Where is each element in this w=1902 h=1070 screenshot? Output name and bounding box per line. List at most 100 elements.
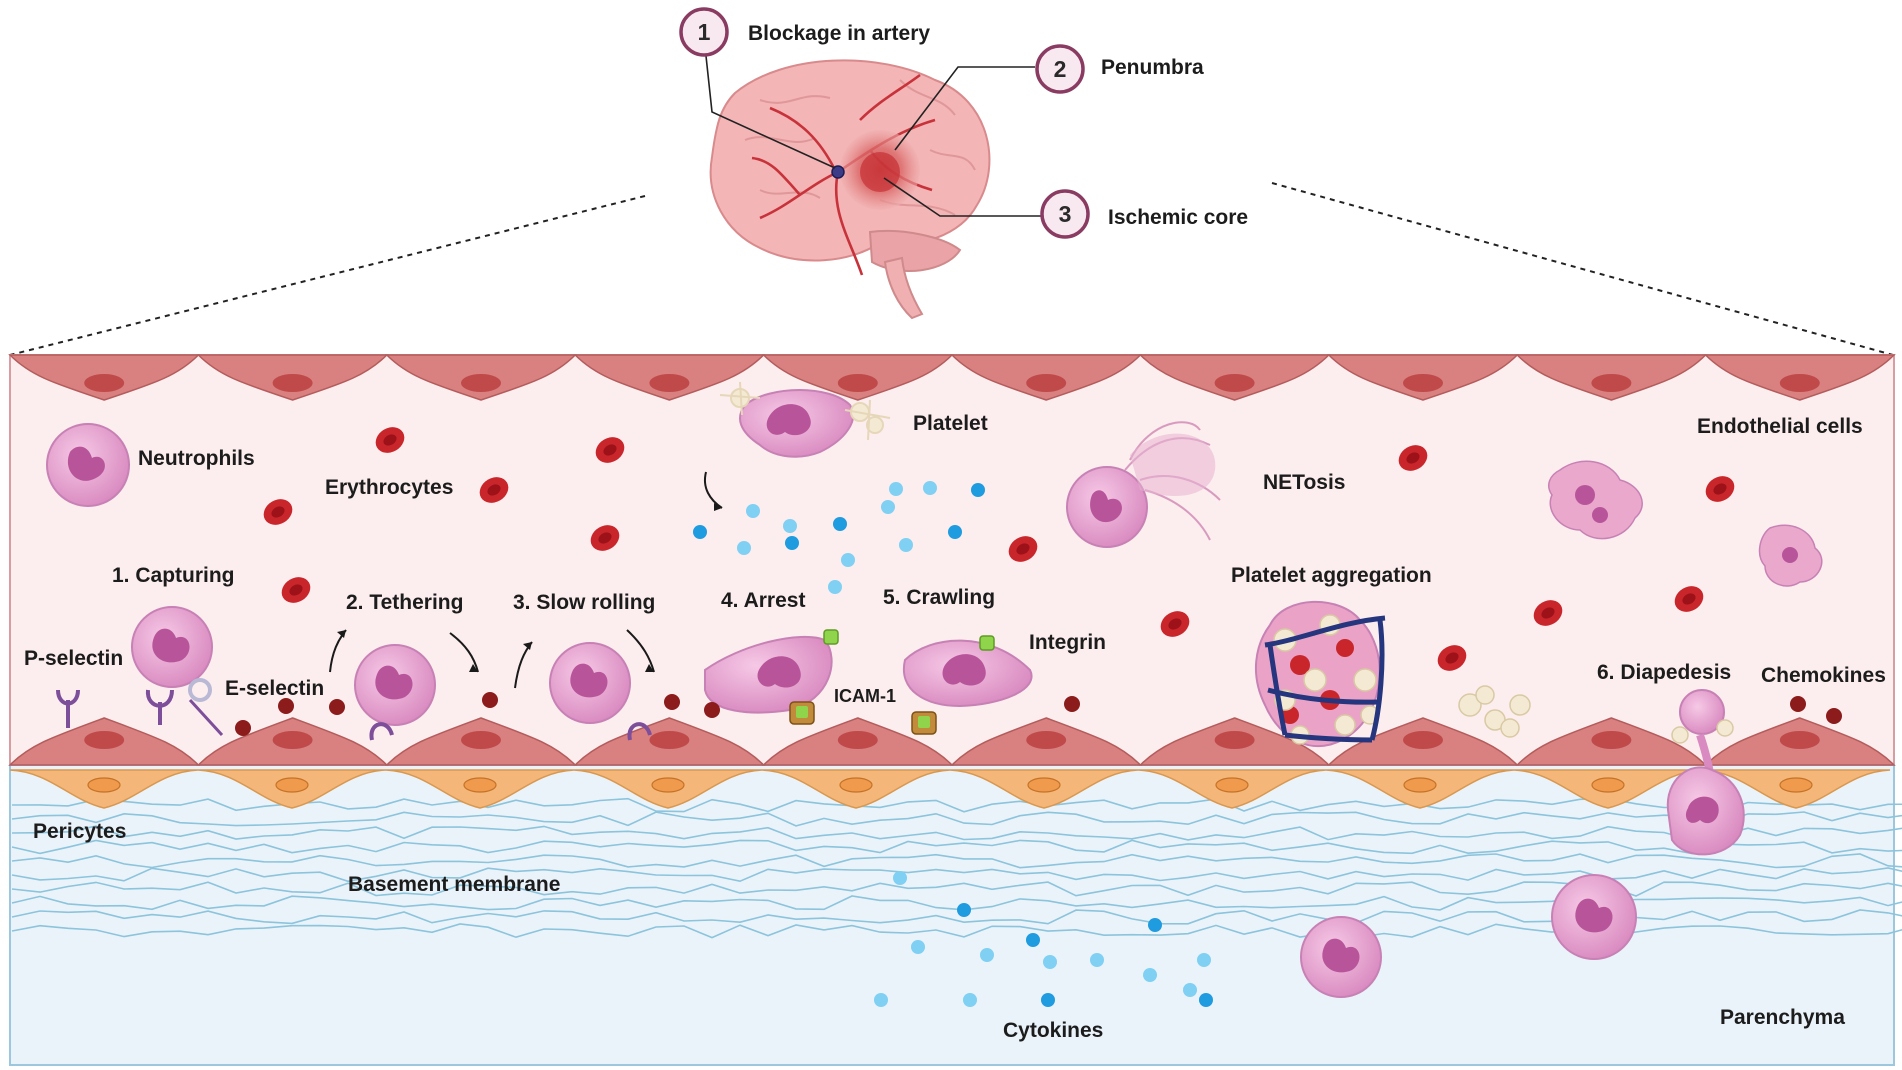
endothelial-nucleus (1779, 731, 1820, 749)
label-pericytes: Pericytes (33, 820, 126, 843)
cytokine-dot (881, 500, 895, 514)
pericyte-nucleus (1215, 777, 1249, 793)
callout-lines (705, 55, 1043, 217)
neutrophil (46, 423, 130, 507)
endothelial-nucleus (461, 374, 501, 392)
netosis-cell (1066, 421, 1221, 548)
cytokine-dot (923, 481, 937, 495)
endothelial-nucleus (1591, 374, 1632, 392)
brain-illustration (709, 59, 991, 320)
cytokine-dot (948, 525, 962, 539)
neutrophil-arrest (704, 629, 839, 714)
ischemic-core-region (860, 152, 900, 192)
label-step-tethering: 2. Tethering (346, 591, 463, 614)
blockage-marker (831, 165, 845, 179)
endothelial-nucleus (461, 731, 501, 749)
callout-badge-2 (1035, 44, 1085, 94)
neutrophil-tethering (354, 644, 436, 726)
cytokine-dot (1026, 933, 1040, 947)
basement-membrane-fiber (11, 853, 1902, 869)
platelet-aggregation (1254, 600, 1531, 748)
erythrocyte-center (1445, 652, 1459, 664)
label-step-arrest: 4. Arrest (721, 589, 805, 612)
callout-badge-1 (679, 7, 729, 57)
label-step-diapedesis: 6. Diapedesis (1597, 661, 1731, 684)
label-chemokines: Chemokines (1761, 664, 1886, 687)
endothelial-nucleus (1214, 374, 1255, 392)
erythrocyte-center (271, 506, 285, 518)
endothelial-nucleus (1403, 374, 1443, 392)
callout-penumbra: 2 Penumbra (1035, 44, 1204, 94)
callout-ischemic-core: 3 Ischemic core (1040, 189, 1248, 239)
endothelium-bottom (8, 717, 1896, 766)
cytokine-dot (889, 482, 903, 496)
erythrocyte-center (603, 444, 617, 456)
erythrocyte-center (289, 584, 303, 596)
endothelial-nucleus (837, 374, 878, 392)
endothelial-nucleus (272, 374, 313, 392)
basement-membrane-fiber (11, 839, 1902, 855)
endothelium-top (8, 354, 1896, 401)
callout-number-2: 2 (1054, 56, 1067, 82)
label-cytokines: Cytokines (1003, 1019, 1103, 1042)
endothelial-nucleus (1214, 731, 1255, 749)
pericyte-nucleus (87, 777, 121, 793)
label-e-selectin: E-selectin (225, 677, 324, 700)
erythrocyte-center (1541, 607, 1555, 619)
label-erythrocytes: Erythrocytes (325, 476, 453, 499)
erythrocyte-center (1168, 618, 1182, 630)
cytokine-dot (1183, 983, 1197, 997)
erythrocyte-center (1016, 543, 1030, 555)
endothelial-nucleus (272, 731, 313, 749)
cytokine-dot (963, 993, 977, 1007)
endothelial-nucleus (84, 374, 125, 392)
label-basement-membrane: Basement membrane (348, 873, 560, 896)
endothelial-nucleus (1779, 374, 1820, 392)
endothelial-nucleus (649, 374, 690, 392)
cytokine-dot (980, 948, 994, 962)
cytokine-dot (971, 483, 985, 497)
cytokine-dot (874, 993, 888, 1007)
p-selectin-receptors (56, 689, 652, 741)
label-step-slow-rolling: 3. Slow rolling (513, 591, 655, 614)
selectin-stems (188, 698, 224, 737)
cytokine-dot (893, 871, 907, 885)
basement-membrane-fiber (11, 825, 1902, 841)
cytokine-dot (1043, 955, 1057, 969)
endothelial-nucleus (1026, 374, 1067, 392)
cytokine-dot (911, 940, 925, 954)
neutrophil-diapedesis (1666, 689, 1745, 856)
erythrocyte-center (1713, 483, 1727, 495)
endothelial-nucleus (1591, 731, 1632, 749)
label-integrin: Integrin (1029, 631, 1106, 654)
cytokine-dot (1148, 918, 1162, 932)
movement-arrowheads (337, 503, 722, 672)
erythrocyte-center (1682, 593, 1696, 605)
label-netosis: NETosis (1263, 471, 1345, 494)
label-parenchyma: Parenchyma (1720, 1006, 1845, 1029)
cytokine-dot (1197, 953, 1211, 967)
neutrophil-crawling (902, 635, 1033, 708)
cytokine-dot (783, 519, 797, 533)
endothelial-nucleus (1026, 731, 1067, 749)
brainstem (883, 256, 924, 320)
label-p-selectin: P-selectin (24, 647, 123, 670)
cytokine-dot (833, 517, 847, 531)
endothelial-nucleus (84, 731, 125, 749)
callout-number-1: 1 (698, 19, 711, 45)
erythrocyte-center (1406, 452, 1420, 464)
netosis-fragment-nuclei (1575, 485, 1798, 563)
chemokines (235, 692, 1842, 736)
cytokine-dot (841, 553, 855, 567)
cytokine-dot (828, 580, 842, 594)
cytokine-dot (737, 541, 751, 555)
pericyte-nucleus (1591, 777, 1625, 793)
callout-label-ischemic-core: Ischemic core (1108, 206, 1248, 229)
platelet-neutrophil-complex (719, 381, 891, 458)
label-step-crawling: 5. Crawling (883, 586, 995, 609)
label-neutrophils: Neutrophils (138, 447, 255, 470)
pericyte-nucleus (1403, 777, 1437, 793)
callout-badge-3 (1040, 189, 1090, 239)
cytokine-dot (1090, 953, 1104, 967)
